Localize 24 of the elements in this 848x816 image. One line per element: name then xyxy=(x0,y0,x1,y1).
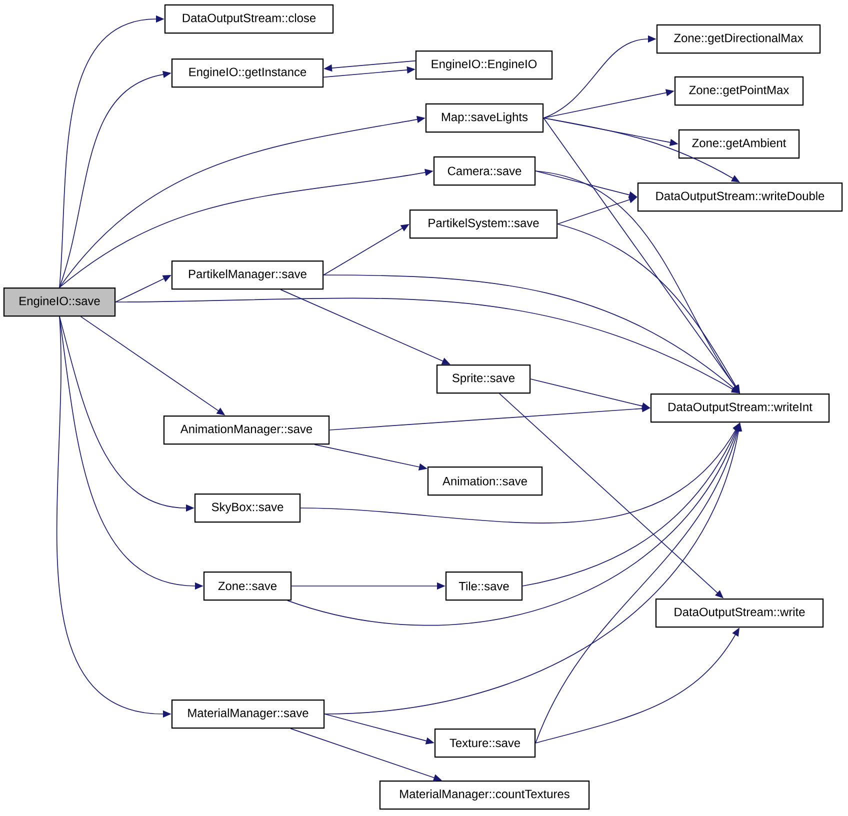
function-box: DataOutputStream::writeInt xyxy=(650,393,830,423)
function-box: DataOutputStream::close xyxy=(164,4,334,34)
function-box: MaterialManager::countTextures xyxy=(379,780,590,810)
function-box: Zone::getAmbient xyxy=(678,129,800,159)
function-box: Zone::getDirectionalMax xyxy=(656,24,821,54)
function-box: EngineIO::EngineIO xyxy=(415,50,553,80)
function-box: AnimationManager::save xyxy=(163,415,330,445)
function-box: Map::saveLights xyxy=(425,103,544,133)
arrow xyxy=(323,274,740,394)
function-box: MaterialManager::save xyxy=(171,699,325,729)
function-box: Camera::save xyxy=(433,156,536,186)
function-box: SkyBox::save xyxy=(194,493,301,523)
function-box: EngineIO::getInstance xyxy=(171,58,324,88)
function-box: DataOutputStream::write xyxy=(655,598,824,628)
function-box: Sprite::save xyxy=(436,364,531,394)
function-box: EngineIO::save xyxy=(3,287,116,317)
function-box: Tile::save xyxy=(445,571,523,601)
function-box: Texture::save xyxy=(434,728,536,758)
function-box: PartikelManager::save xyxy=(171,260,324,290)
function-box: Zone::getPointMax xyxy=(674,76,804,106)
function-box: DataOutputStream::writeDouble xyxy=(637,182,843,212)
function-box: PartikelSystem::save xyxy=(409,209,558,239)
function-box: Zone::save xyxy=(203,571,292,601)
function-box: Animation::save xyxy=(427,466,543,496)
